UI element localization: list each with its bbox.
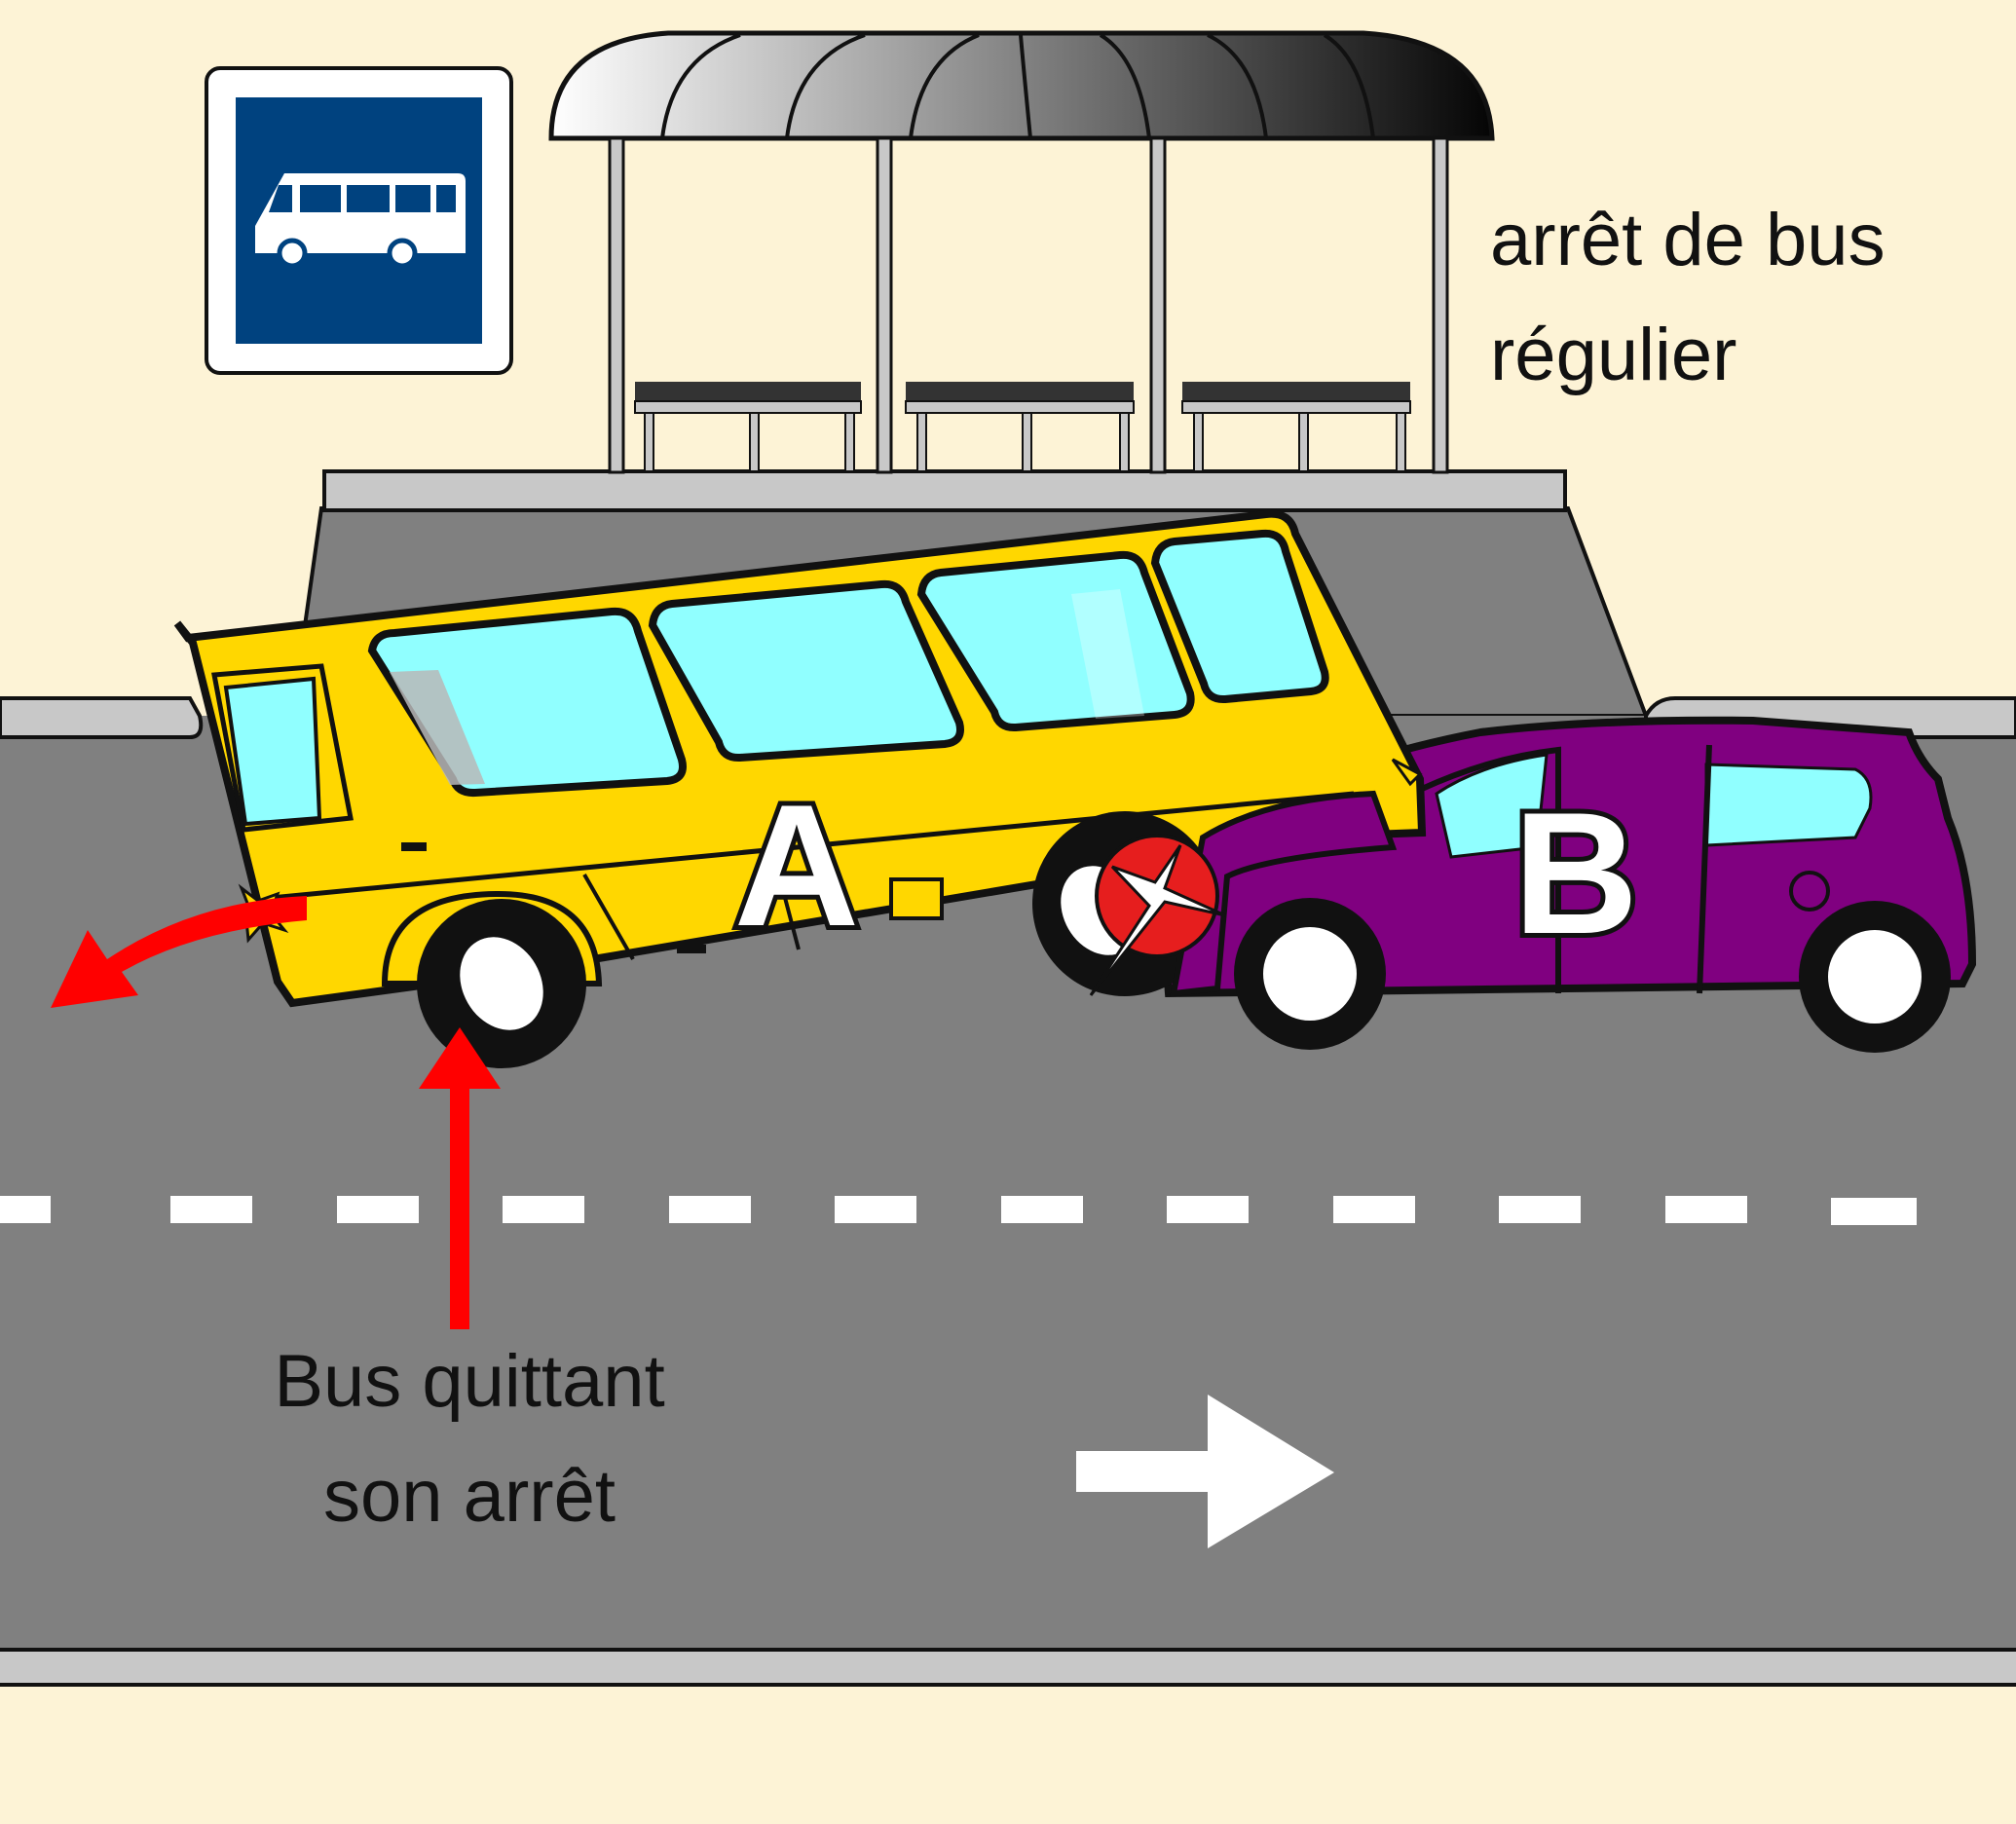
bus-stop-label-line1: arrêt de bus — [1490, 199, 1885, 281]
bus-a — [173, 509, 1427, 1068]
bus-a-letter: A — [734, 768, 860, 962]
upper-sidewalk-left — [0, 696, 204, 739]
shelter-roof — [548, 30, 1495, 141]
right-arrow-icon — [1076, 1395, 1334, 1548]
lower-sidewalk — [0, 1648, 2016, 1687]
bus-stop-sign-icon — [205, 66, 513, 375]
shelter-poles — [608, 136, 1449, 474]
lane-dashes — [0, 1196, 1917, 1225]
pull-out-arrow-icon — [51, 896, 307, 1008]
platform-curb — [322, 469, 1567, 512]
car-b-front — [1170, 790, 1398, 997]
car-b-letter: B — [1513, 776, 1639, 970]
impact-star-icon — [1089, 834, 1226, 996]
shelter-benches — [634, 382, 1411, 472]
bus-stop-label-line2: régulier — [1490, 314, 1736, 396]
bus-leaving-label-line1: Bus quittant — [274, 1340, 664, 1423]
bus-leaving-label-line2: son arrêt — [323, 1455, 616, 1538]
pointer-arrow-icon — [419, 1027, 501, 1329]
